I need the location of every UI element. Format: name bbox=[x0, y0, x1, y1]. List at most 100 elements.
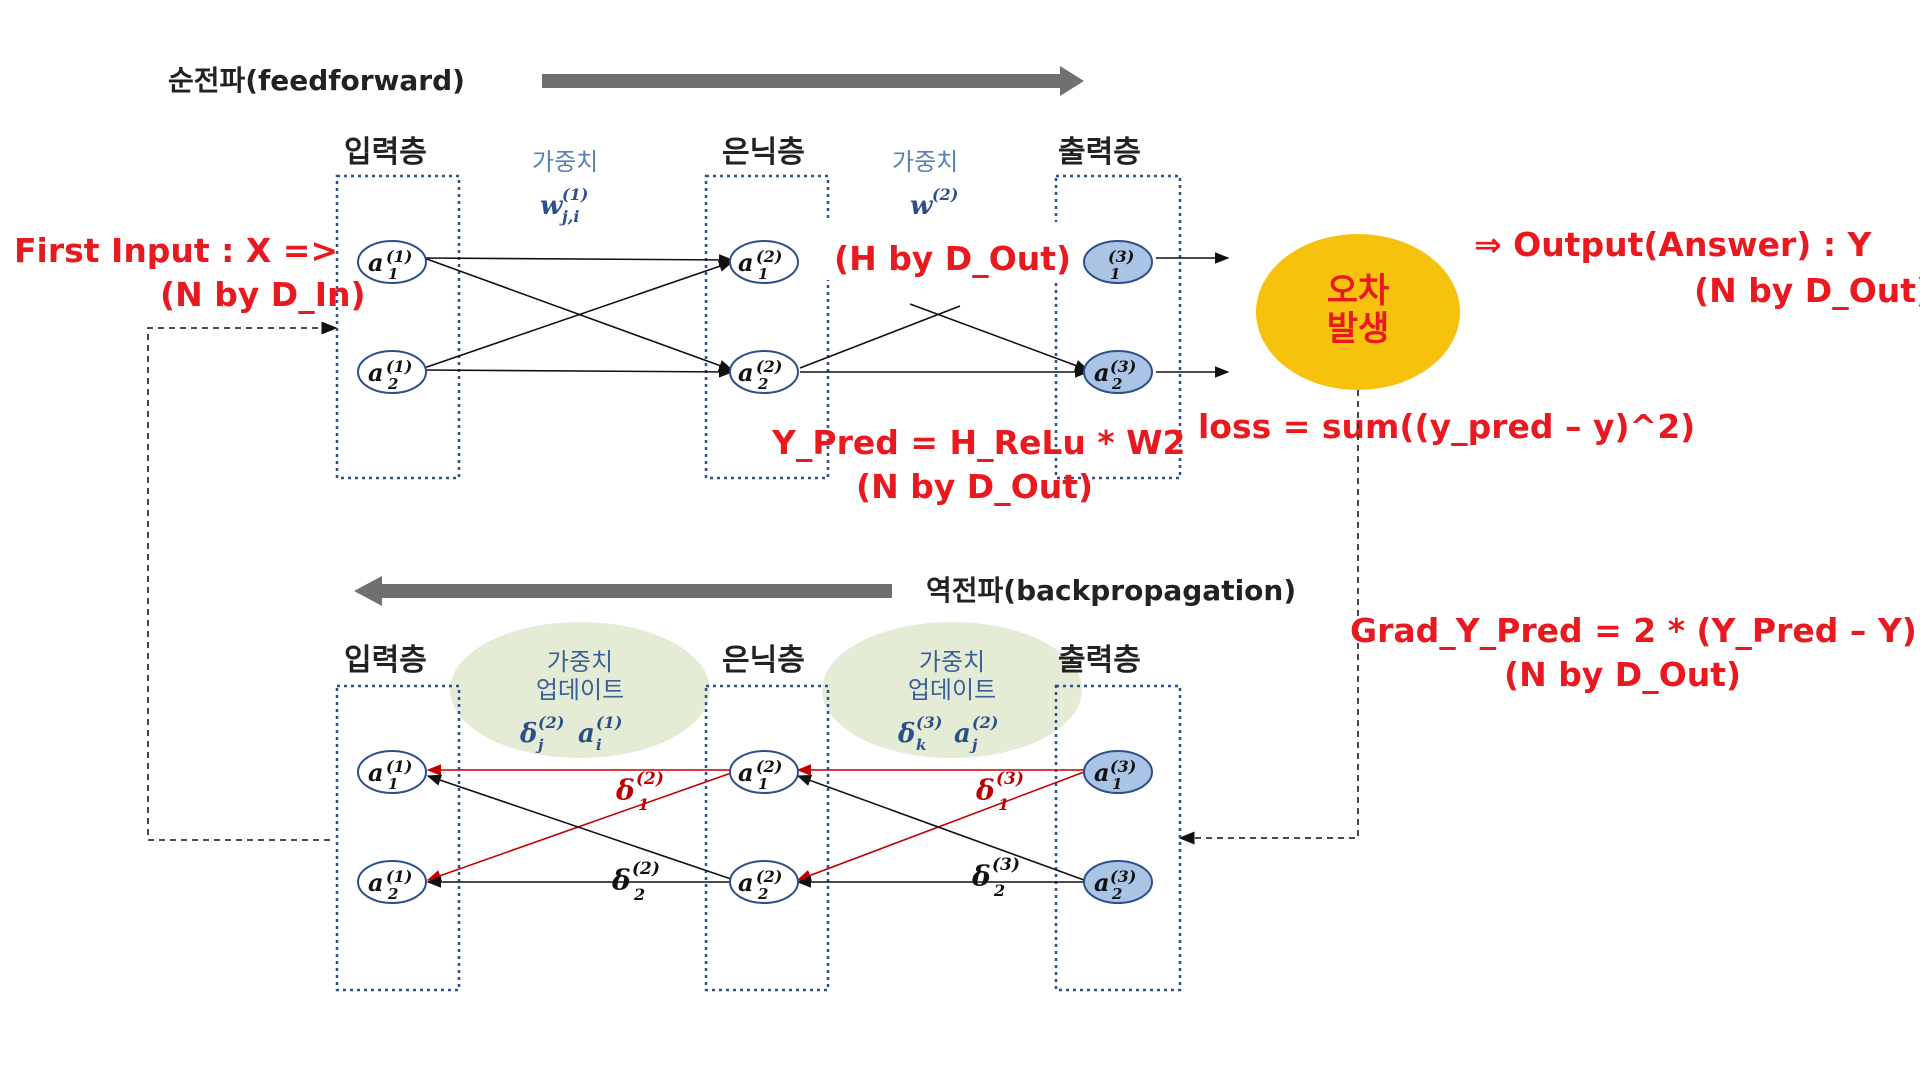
svg-text:1: 1 bbox=[998, 795, 1009, 814]
grad-shape-annotation: (N by D_Out) bbox=[1504, 655, 1741, 694]
svg-text:2: 2 bbox=[633, 885, 645, 904]
svg-text:a: a bbox=[1094, 358, 1110, 387]
backward-layer-output-label: 출력층 bbox=[1058, 643, 1141, 678]
svg-text:a: a bbox=[368, 758, 384, 787]
svg-text:a: a bbox=[368, 358, 384, 387]
first-input-shape-annotation: (N by D_In) bbox=[160, 275, 366, 314]
hidden-shape-backdrop bbox=[808, 222, 1064, 280]
svg-text:1: 1 bbox=[388, 775, 398, 793]
svg-text:(3): (3) bbox=[916, 713, 942, 732]
svg-text:(3): (3) bbox=[1108, 247, 1134, 266]
svg-text:(3): (3) bbox=[1110, 867, 1136, 886]
svg-text:a: a bbox=[738, 758, 754, 787]
svg-text:δ: δ bbox=[975, 774, 995, 807]
svg-text:δ: δ bbox=[519, 719, 537, 749]
forward-node-a1-3: (3) 1 bbox=[1083, 240, 1153, 284]
backward-node-a2-1: a (1) 2 bbox=[357, 860, 427, 904]
delta-2-2-label: δ (2) 2 bbox=[611, 859, 660, 904]
svg-text:δ: δ bbox=[611, 864, 631, 897]
svg-text:a: a bbox=[738, 358, 754, 387]
svg-text:j: j bbox=[969, 736, 978, 754]
svg-text:w: w bbox=[540, 191, 564, 221]
svg-text:(2): (2) bbox=[636, 769, 664, 789]
y-pred-annotation: Y_Pred = H_ReLu * W2 bbox=[771, 423, 1186, 462]
svg-text:a: a bbox=[368, 868, 384, 897]
svg-text:(2): (2) bbox=[756, 357, 782, 376]
backward-layer-input-label: 입력층 bbox=[344, 643, 427, 678]
backward-output-layer-box bbox=[1054, 684, 1182, 992]
svg-text:(1): (1) bbox=[596, 713, 622, 732]
forward-weight-label-1: 가중치 bbox=[532, 148, 598, 176]
feedback-loop-left bbox=[147, 321, 338, 841]
svg-text:k: k bbox=[916, 736, 926, 754]
backward-hidden-layer-box bbox=[704, 684, 830, 992]
svg-text:2: 2 bbox=[757, 885, 768, 903]
backward-arrow bbox=[354, 576, 892, 606]
loss-annotation: loss = sum((y_pred – y)^2) bbox=[1198, 407, 1695, 446]
svg-text:a: a bbox=[738, 248, 754, 277]
backward-title: 역전파(backpropagation) bbox=[926, 574, 1296, 607]
delta-1-3-label: δ (3) 1 bbox=[975, 769, 1024, 814]
weight-update-ellipse-2: 가중치 업데이트 δ (3) k a (2) j bbox=[822, 622, 1082, 758]
backward-input-layer-box bbox=[335, 684, 461, 992]
svg-text:(1): (1) bbox=[386, 357, 412, 376]
svg-text:i: i bbox=[596, 736, 602, 754]
forward-node-a1-1: a (1) 1 bbox=[357, 240, 427, 284]
svg-text:가중치: 가중치 bbox=[919, 648, 985, 676]
svg-text:(3): (3) bbox=[1110, 357, 1136, 376]
delta-1-2-label: δ (2) 1 bbox=[615, 769, 664, 814]
forward-input-layer-box bbox=[335, 174, 461, 480]
svg-text:2: 2 bbox=[1111, 375, 1122, 393]
forward-hidden-layer-box bbox=[704, 174, 830, 480]
svg-text:2: 2 bbox=[993, 881, 1005, 900]
svg-text:a: a bbox=[1094, 758, 1110, 787]
backward-node-a2-3: a (3) 2 bbox=[1083, 860, 1153, 904]
backward-connections bbox=[426, 764, 1085, 888]
forward-layer-input-label: 입력층 bbox=[344, 135, 427, 170]
forward-layer-hidden-label: 은닉층 bbox=[722, 135, 805, 170]
svg-text:a: a bbox=[954, 719, 971, 749]
svg-text:δ: δ bbox=[897, 719, 915, 749]
forward-connections bbox=[423, 252, 1230, 378]
forward-weight-label-2: 가중치 bbox=[892, 148, 958, 176]
delta-2-3-label: δ (3) 2 bbox=[971, 855, 1020, 900]
svg-text:(2): (2) bbox=[972, 713, 998, 732]
forward-title: 순전파(feedforward) bbox=[168, 64, 465, 97]
svg-text:(1): (1) bbox=[386, 757, 412, 776]
forward-layer-output-label: 출력층 bbox=[1058, 135, 1141, 170]
weight-update-ellipse-1: 가중치 업데이트 δ (2) j a (1) i bbox=[450, 622, 710, 758]
svg-text:(2): (2) bbox=[756, 757, 782, 776]
output-shape-annotation: (N by D_Out) bbox=[1694, 271, 1920, 310]
svg-text:1: 1 bbox=[1112, 775, 1122, 793]
svg-text:(2): (2) bbox=[756, 867, 782, 886]
forward-output-layer-box bbox=[1054, 174, 1182, 480]
error-label-line1: 오차 bbox=[1327, 271, 1390, 311]
backward-node-a1-2: a (2) 1 bbox=[729, 750, 799, 794]
svg-text:a: a bbox=[578, 719, 595, 749]
svg-text:2: 2 bbox=[387, 885, 398, 903]
backward-layer-hidden-label: 은닉층 bbox=[722, 643, 805, 678]
grad-annotation: Grad_Y_Pred = 2 * (Y_Pred – Y) bbox=[1350, 611, 1917, 650]
svg-text:(1): (1) bbox=[386, 247, 412, 266]
weight-symbol-1: w (1) j,i bbox=[540, 185, 588, 226]
svg-text:j,i: j,i bbox=[559, 207, 579, 226]
forward-arrow bbox=[542, 66, 1084, 96]
y-pred-shape-annotation: (N by D_Out) bbox=[856, 467, 1093, 506]
svg-text:(3): (3) bbox=[992, 855, 1020, 875]
forward-node-a2-3: a (3) 2 bbox=[1083, 350, 1153, 394]
svg-text:a: a bbox=[368, 248, 384, 277]
svg-text:(1): (1) bbox=[386, 867, 412, 886]
hidden-shape-annotation: (H by D_Out) bbox=[834, 239, 1071, 278]
svg-text:(2): (2) bbox=[632, 859, 660, 879]
feedback-loop-right bbox=[1178, 390, 1359, 845]
svg-text:a: a bbox=[738, 868, 754, 897]
svg-text:δ: δ bbox=[971, 860, 991, 893]
svg-text:2: 2 bbox=[387, 375, 398, 393]
svg-text:(3): (3) bbox=[1110, 757, 1136, 776]
svg-text:a: a bbox=[1094, 868, 1110, 897]
svg-text:(3): (3) bbox=[996, 769, 1024, 789]
error-label-line2: 발생 bbox=[1327, 309, 1390, 349]
backward-node-a1-3: a (3) 1 bbox=[1083, 750, 1153, 794]
forward-node-a1-2: a (2) 1 bbox=[729, 240, 799, 284]
svg-text:1: 1 bbox=[758, 265, 768, 283]
